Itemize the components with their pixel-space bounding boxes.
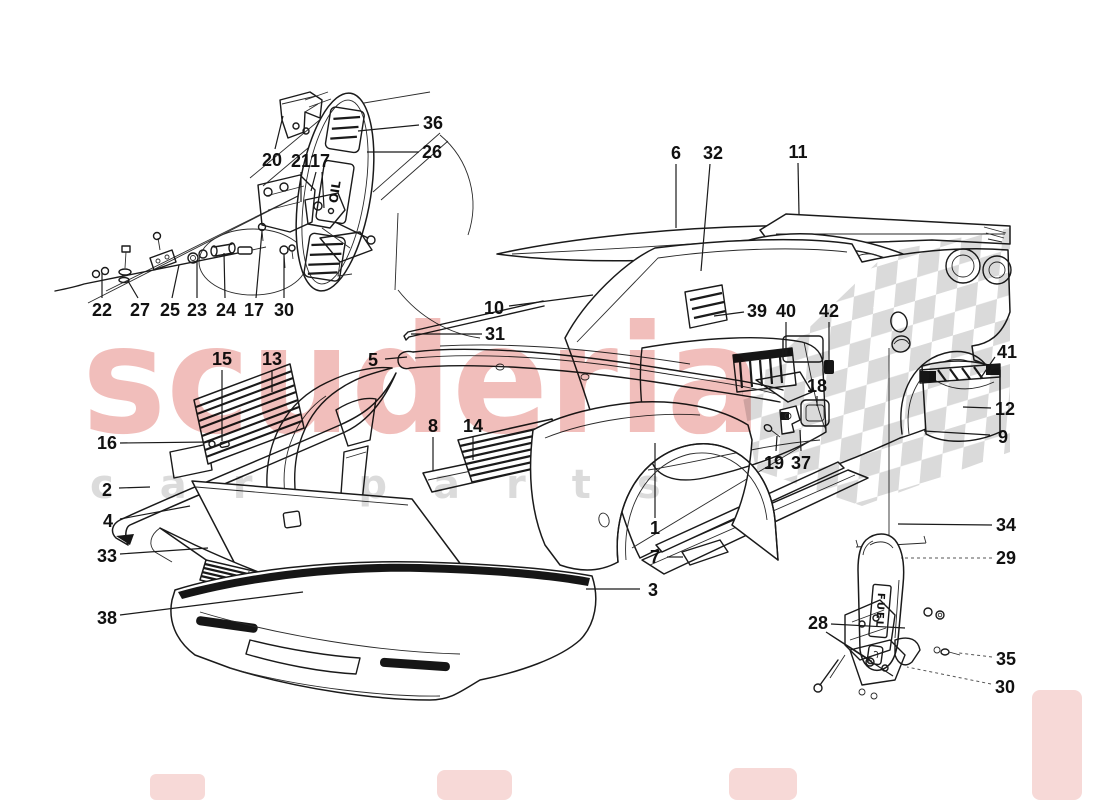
front-right-fender: [529, 400, 779, 571]
leader-line: [384, 356, 408, 360]
part-label-10[interactable]: 10: [484, 298, 504, 318]
leader-line: [321, 171, 325, 209]
watermark-brand-text: scuderia: [82, 294, 762, 468]
fuel-latch-assembly: [813, 599, 961, 700]
part-label-22[interactable]: 22: [92, 300, 112, 320]
leader-line: [119, 547, 209, 555]
part-label-25[interactable]: 25: [160, 300, 180, 320]
part-label-33[interactable]: 33: [97, 546, 117, 566]
release-cable-hardware: [54, 231, 289, 292]
leader-line: [797, 162, 800, 215]
part-label-8[interactable]: 8: [428, 416, 438, 436]
fuel-badge-label: FUEL: [873, 593, 886, 630]
front-bumper: [170, 561, 597, 701]
leader-line: [310, 171, 317, 192]
leader-line: [118, 486, 151, 489]
leader-line: [119, 591, 304, 616]
part-label-17[interactable]: 17: [310, 151, 330, 171]
leader-line: [700, 163, 711, 272]
leader-line: [830, 623, 906, 629]
part-label-3[interactable]: 3: [648, 580, 658, 600]
part-label-36[interactable]: 36: [423, 113, 443, 133]
part-label-6[interactable]: 6: [671, 143, 681, 163]
watermark-fragments: [150, 690, 1082, 800]
part-label-5[interactable]: 5: [368, 350, 378, 370]
leader-line: [508, 294, 594, 307]
checkered-flag-watermark: [742, 228, 1010, 506]
leader-line: [255, 230, 263, 299]
leader-line: [274, 115, 284, 150]
part-label-2[interactable]: 2: [102, 480, 112, 500]
part-label-16[interactable]: 16: [97, 433, 117, 453]
part-label-28[interactable]: 28: [808, 613, 828, 633]
part-label-27[interactable]: 27: [130, 300, 150, 320]
part-label-38[interactable]: 38: [97, 608, 117, 628]
line-art: OIL: [54, 91, 1017, 701]
part-label-34[interactable]: 34: [996, 515, 1016, 535]
hood-latch-assembly: [257, 174, 376, 277]
part-label-30[interactable]: 30: [995, 677, 1015, 697]
leader-line: [119, 505, 191, 520]
part-label-31[interactable]: 31: [485, 324, 505, 344]
part-label-17[interactable]: 17: [244, 300, 264, 320]
brand-watermark: scuderia car parts: [82, 294, 1082, 800]
oil-flap: OIL: [295, 92, 375, 292]
leader-line: [958, 652, 993, 658]
part-label-26[interactable]: 26: [422, 142, 442, 162]
part-label-7[interactable]: 7: [650, 547, 660, 567]
hinge-bracket: [279, 91, 323, 139]
leader-line: [906, 666, 992, 685]
leader-line: [828, 633, 894, 677]
part-label-13[interactable]: 13: [262, 349, 282, 369]
lower-splash-panel: [681, 539, 729, 566]
part-label-14[interactable]: 14: [463, 416, 483, 436]
part-label-30[interactable]: 30: [274, 300, 294, 320]
part-label-35[interactable]: 35: [996, 649, 1016, 669]
part-label-39[interactable]: 39: [747, 301, 767, 321]
leader-line: [127, 280, 139, 299]
watermark-tagline-text: car parts: [90, 462, 707, 508]
part-label-11[interactable]: 11: [788, 142, 807, 162]
part-label-21[interactable]: 21: [291, 151, 311, 171]
part-label-1[interactable]: 1: [650, 518, 660, 538]
leader-line: [119, 441, 211, 444]
part-label-24[interactable]: 24: [216, 300, 236, 320]
leader-line: [171, 264, 180, 299]
part-label-4[interactable]: 4: [103, 511, 113, 531]
part-label-40[interactable]: 40: [776, 301, 796, 321]
part-label-20[interactable]: 20: [262, 150, 282, 170]
part-label-15[interactable]: 15: [212, 349, 232, 369]
leader-line: [713, 311, 745, 317]
leader-line: [223, 252, 226, 299]
part-label-32[interactable]: 32: [703, 143, 723, 163]
callout-layer: 1234567891011121314151617171819202122232…: [92, 113, 1017, 697]
leader-line: [897, 523, 993, 526]
leader-line: [357, 124, 420, 132]
fuel-flap: FUEL: [857, 533, 905, 672]
part-label-23[interactable]: 23: [187, 300, 207, 320]
part-label-29[interactable]: 29: [996, 548, 1016, 568]
